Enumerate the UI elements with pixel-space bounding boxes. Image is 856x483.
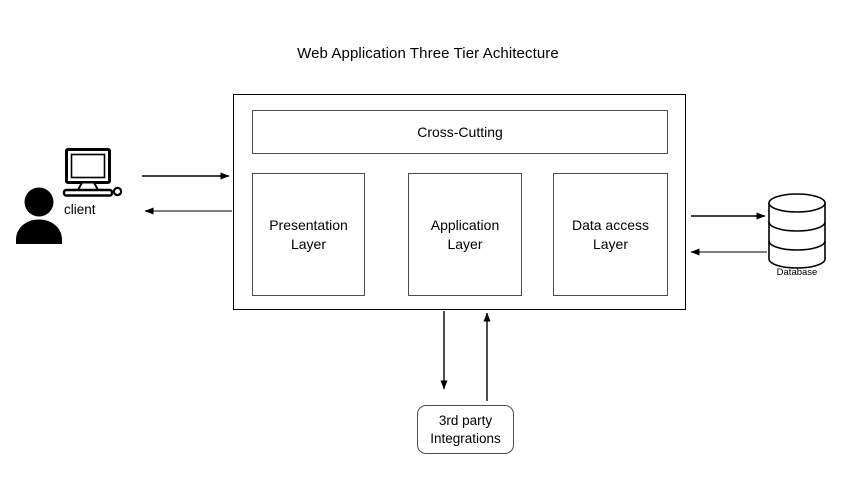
- data-access-layer-label: Data access Layer: [572, 216, 649, 254]
- page-title: Web Application Three Tier Achitecture: [297, 45, 559, 62]
- application-layer-box[interactable]: Application Layer: [408, 173, 522, 296]
- user-icon: [16, 187, 62, 244]
- cross-cutting-label: Cross-Cutting: [417, 123, 503, 140]
- database-label: Database: [776, 267, 818, 278]
- client-label: client: [64, 202, 96, 217]
- application-layer-line2: Layer: [447, 235, 483, 252]
- third-party-line2: Integrations: [430, 430, 501, 446]
- third-party-integrations-box[interactable]: 3rd party Integrations: [417, 405, 514, 454]
- presentation-layer-line2: Layer: [290, 235, 326, 252]
- presentation-layer-box[interactable]: Presentation Layer: [252, 173, 365, 296]
- data-access-layer-line1: Data access: [571, 216, 650, 233]
- database-cylinder-icon: [768, 193, 826, 269]
- application-layer-line1: Application: [430, 216, 500, 233]
- application-layer-label: Application Layer: [431, 216, 500, 254]
- data-access-layer-line2: Layer: [592, 235, 628, 252]
- third-party-line1: 3rd party: [438, 412, 493, 428]
- third-party-label: 3rd party Integrations: [430, 412, 501, 448]
- cross-cutting-box[interactable]: Cross-Cutting: [252, 110, 668, 154]
- presentation-layer-line1: Presentation: [269, 216, 348, 233]
- desktop-computer-icon: [62, 148, 123, 197]
- presentation-layer-label: Presentation Layer: [269, 216, 348, 254]
- data-access-layer-box[interactable]: Data access Layer: [553, 173, 668, 296]
